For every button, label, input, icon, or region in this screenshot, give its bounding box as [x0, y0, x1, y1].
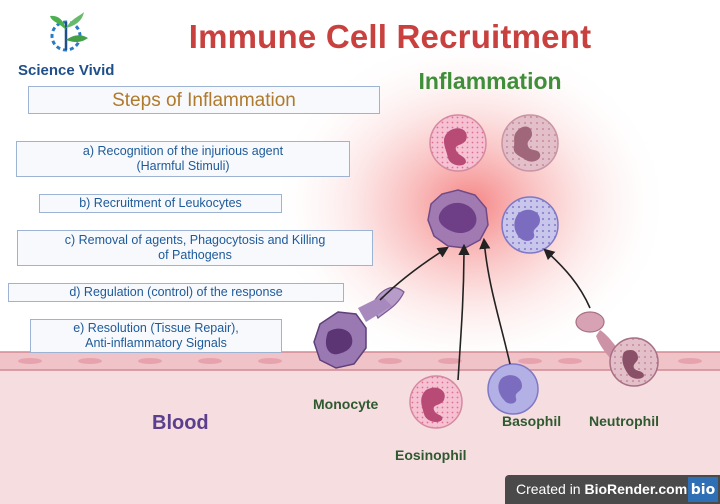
inflammation-label: Inflammation: [418, 68, 562, 94]
step-b: b) Recruitment of Leukocytes: [39, 194, 282, 213]
step-c: c) Removal of agents, Phagocytosis and K…: [17, 230, 373, 266]
cell-eosinophil: [409, 375, 463, 429]
page-title: Immune Cell Recruitment: [188, 18, 592, 55]
step-a: a) Recognition of the injurious agent(Ha…: [16, 141, 350, 177]
tissue-cell-monocyte-mid: [427, 189, 489, 249]
cell-monocyte-migrating: [313, 287, 405, 369]
tissue-cell-eosinophil-top: [429, 114, 487, 172]
arrow-basophil: [479, 237, 511, 365]
brand-name: Science Vivid: [18, 62, 115, 79]
biorender-logo-icon[interactable]: bio: [688, 477, 718, 502]
footer-prefix: Created in: [516, 481, 585, 497]
tissue-cell-basophil-mid: [501, 196, 559, 254]
label-eosinophil: Eosinophil: [395, 447, 467, 463]
blood-label: Blood: [152, 412, 209, 434]
arrow-neutrophil: [543, 248, 591, 309]
step-d: d) Regulation (control) of the response: [8, 283, 344, 302]
footer-credit[interactable]: Created in BioRender.com: [516, 481, 687, 497]
steps-heading: Steps of Inflammation: [28, 86, 380, 114]
label-neutrophil: Neutrophil: [589, 413, 659, 429]
arrow-monocyte: [379, 246, 449, 301]
endothelium-cells: [18, 358, 702, 364]
footer-brand: BioRender.com: [584, 481, 688, 497]
cell-basophil: [487, 363, 539, 415]
cell-neutrophil-migrating: [575, 311, 659, 387]
label-basophil: Basophil: [502, 413, 562, 429]
label-monocyte: Monocyte: [313, 396, 379, 412]
step-e: e) Resolution (Tissue Repair),Anti-infla…: [30, 319, 282, 353]
logo-icon: [50, 12, 88, 52]
tissue-cell-neutrophil-top: [501, 114, 559, 172]
arrow-eosinophil: [457, 243, 470, 381]
footer-badge[interactable]: [505, 475, 720, 504]
